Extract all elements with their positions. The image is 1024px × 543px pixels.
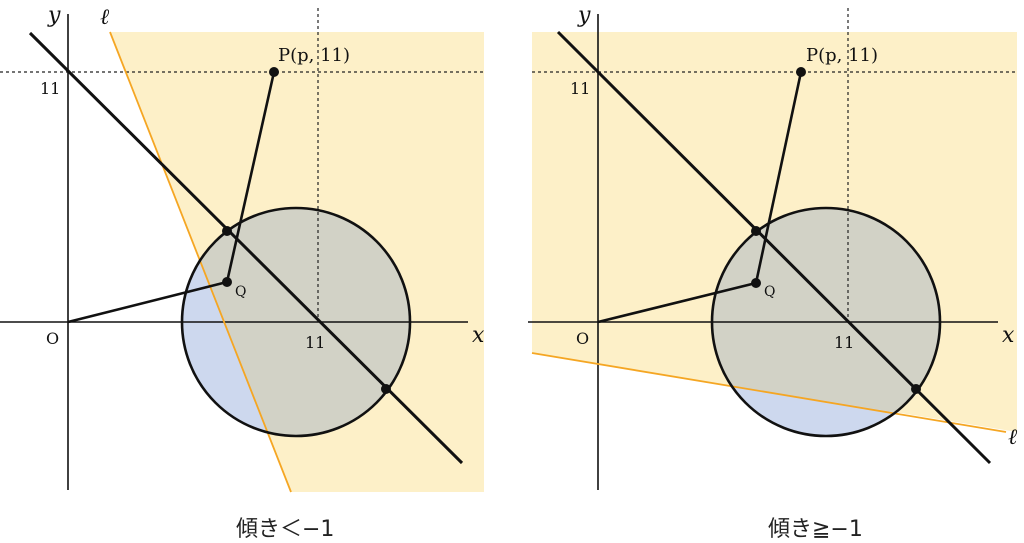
tick-y-11: 11 — [570, 79, 590, 98]
x-axis-label: x — [472, 323, 485, 348]
point-intersection-lower — [381, 384, 391, 394]
line-l-label: ℓ — [1008, 425, 1018, 450]
segment-qp — [225, 71, 276, 283]
circle-outline — [710, 206, 942, 438]
line-l-label: ℓ — [100, 5, 110, 30]
x-axis-label: x — [1002, 323, 1015, 348]
point-intersection-upper — [222, 226, 232, 236]
segment-oq — [597, 281, 757, 324]
circle-outline — [180, 206, 412, 438]
point-q — [222, 277, 232, 287]
origin-label: O — [46, 329, 59, 348]
point-intersection-lower — [911, 384, 921, 394]
origin-label: O — [576, 329, 589, 348]
point-intersection-upper — [751, 226, 761, 236]
tick-x-11: 11 — [834, 333, 854, 352]
y-axis-label: y — [47, 3, 61, 28]
panel-left: y x O 11 11 ℓ P(p, 11) Q 傾き＜−1 — [0, 3, 485, 542]
tick-x-11: 11 — [305, 333, 325, 352]
tick-y-11: 11 — [40, 79, 60, 98]
point-p-label: P(p, 11) — [278, 45, 350, 66]
point-q — [751, 278, 761, 288]
caption-left: 傾き＜−1 — [236, 517, 334, 542]
line-l — [531, 352, 1007, 433]
point-q-label: Q — [235, 284, 246, 300]
point-p — [796, 67, 806, 77]
point-p — [269, 67, 279, 77]
y-axis-label: y — [577, 3, 591, 28]
caption-right: 傾き≧−1 — [768, 517, 863, 542]
point-q-label: Q — [764, 284, 775, 300]
panel-right: y x O 11 11 ℓ P(p, 11) Q 傾き≧−1 — [528, 3, 1018, 542]
point-p-label: P(p, 11) — [806, 45, 878, 66]
segment-qp — [754, 71, 803, 284]
segment-oq — [67, 280, 228, 324]
